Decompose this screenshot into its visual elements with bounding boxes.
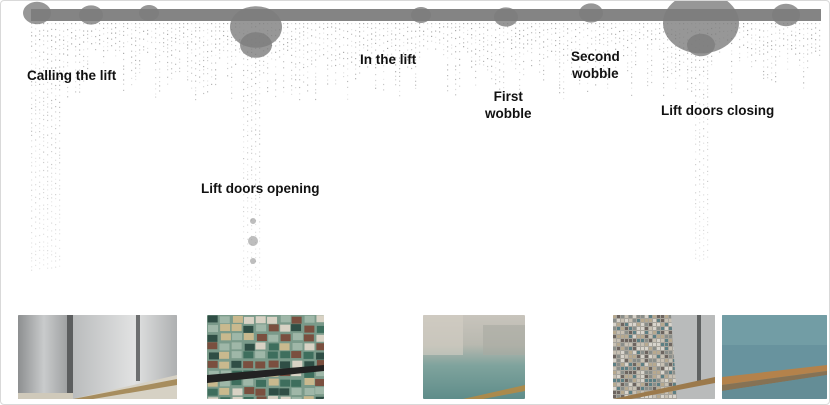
annotation-first-wobble: First wobble [485, 89, 532, 121]
annotation-in-the-lift: In the lift [360, 52, 417, 67]
annotation-second-wobble: Second wobble [571, 49, 620, 81]
photo-lift-doors-opening [207, 315, 324, 399]
annotation-lift-doors-opening: Lift doors opening [201, 181, 320, 196]
audio-visualization [23, 1, 821, 290]
photo-calling-the-lift [18, 315, 177, 399]
photo-in-the-lift [423, 315, 525, 399]
photo-second-wobble [613, 315, 715, 399]
annotation-calling-the-lift: Calling the lift [27, 68, 117, 83]
photo-lift-doors-closing [722, 315, 827, 399]
annotation-lift-doors-closing: Lift doors closing [661, 103, 775, 118]
